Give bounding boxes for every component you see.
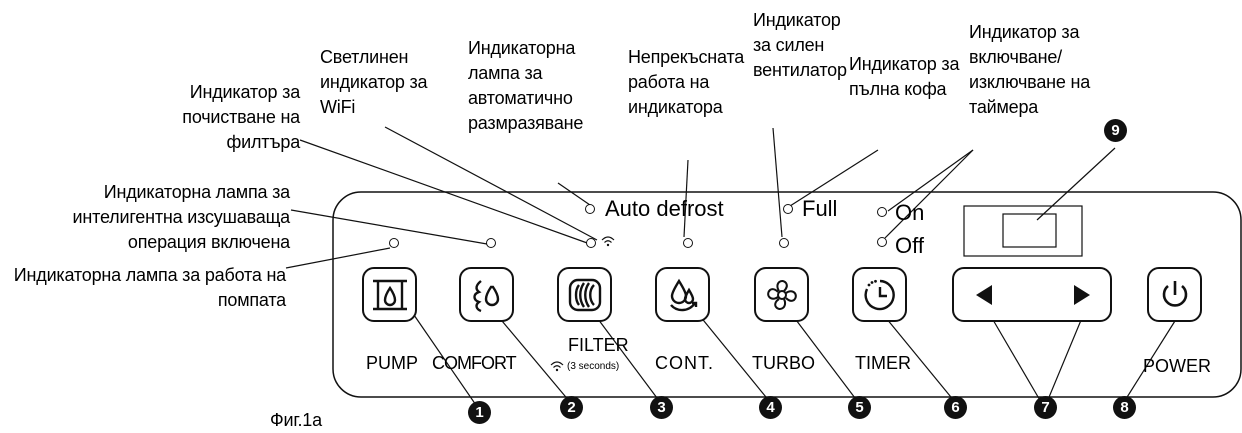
number-marker-1: 1 bbox=[468, 401, 491, 424]
continuous-drain-icon bbox=[669, 278, 697, 311]
turbo-led bbox=[779, 238, 789, 248]
number-marker-8: 8 bbox=[1113, 396, 1136, 419]
number-marker-3: 3 bbox=[650, 396, 673, 419]
full-led bbox=[783, 204, 793, 214]
timer-on-text: On bbox=[895, 200, 925, 225]
turbo-label: TURBO bbox=[752, 353, 815, 373]
arrow-button-bar[interactable] bbox=[952, 267, 1112, 322]
comfort-led bbox=[486, 238, 496, 248]
filter-label: FILTER bbox=[568, 335, 629, 355]
filter-button[interactable] bbox=[557, 267, 612, 322]
timer-button[interactable] bbox=[852, 267, 907, 322]
comfort-label: COMFORT bbox=[432, 353, 517, 373]
filter-note: (3 seconds) bbox=[567, 361, 620, 372]
callout-auto-defrost: Индикаторна лампа за автоматично размраз… bbox=[468, 38, 584, 133]
timer-off-led bbox=[877, 237, 887, 247]
timer-icon bbox=[863, 279, 895, 310]
right-arrow-icon bbox=[1074, 284, 1090, 305]
comfort-icon bbox=[472, 279, 499, 312]
power-button[interactable] bbox=[1147, 267, 1202, 322]
figure-caption: Фиг.1а bbox=[270, 410, 322, 430]
turbo-button[interactable] bbox=[754, 267, 809, 322]
callout-smart-dry: Индикаторна лампа за интелигентна изсуша… bbox=[72, 182, 291, 252]
callout-filter-clean: Индикатор за почистване на филтъра bbox=[182, 82, 300, 152]
auto-defrost-led bbox=[585, 204, 595, 214]
power-icon bbox=[1162, 280, 1187, 307]
arrows-icon bbox=[976, 284, 1090, 305]
cont-label: CONT. bbox=[655, 353, 714, 373]
number-marker-6: 6 bbox=[944, 396, 967, 419]
filter-icon bbox=[568, 278, 601, 311]
callout-wifi: Светлинен индикатор за WiFi bbox=[320, 47, 428, 117]
full-text: Full bbox=[802, 196, 838, 221]
fan-icon bbox=[766, 279, 797, 310]
control-panel-outline bbox=[332, 191, 1242, 398]
cont-button[interactable] bbox=[655, 267, 710, 322]
number-marker-7: 7 bbox=[1034, 396, 1057, 419]
display-outer bbox=[963, 205, 1083, 257]
timer-on-led bbox=[877, 207, 887, 217]
left-arrow-icon bbox=[976, 284, 992, 305]
timer-label: TIMER bbox=[855, 353, 911, 373]
pump-label: PUMP bbox=[366, 353, 419, 373]
number-marker-4: 4 bbox=[759, 396, 782, 419]
number-marker-2: 2 bbox=[560, 396, 583, 419]
pump-button[interactable] bbox=[362, 267, 417, 322]
pump-icon bbox=[372, 279, 407, 310]
display-inner bbox=[1002, 213, 1057, 248]
power-label: POWER bbox=[1143, 356, 1212, 376]
filter-wifi-icon bbox=[550, 361, 564, 372]
callout-turbo-fan: Индикатор за силен вентилатор bbox=[753, 10, 847, 80]
number-marker-9: 9 bbox=[1104, 119, 1127, 142]
filter-led bbox=[586, 238, 596, 248]
wifi-icon bbox=[601, 236, 615, 247]
callout-pump-lamp: Индикаторна лампа за работа на помпата bbox=[13, 265, 286, 310]
auto-defrost-text: Auto defrost bbox=[605, 196, 724, 221]
number-marker-5: 5 bbox=[848, 396, 871, 419]
timer-off-text: Off bbox=[895, 233, 924, 258]
callout-full-bucket: Индикатор за пълна кофа bbox=[849, 54, 960, 99]
cont-led bbox=[683, 238, 693, 248]
callout-timer-onoff: Индикатор за включване/ изключване на та… bbox=[969, 22, 1091, 117]
pump-led bbox=[389, 238, 399, 248]
callout-continuous: Непрекъсната работа на индикатора bbox=[628, 47, 745, 117]
comfort-button[interactable] bbox=[459, 267, 514, 322]
